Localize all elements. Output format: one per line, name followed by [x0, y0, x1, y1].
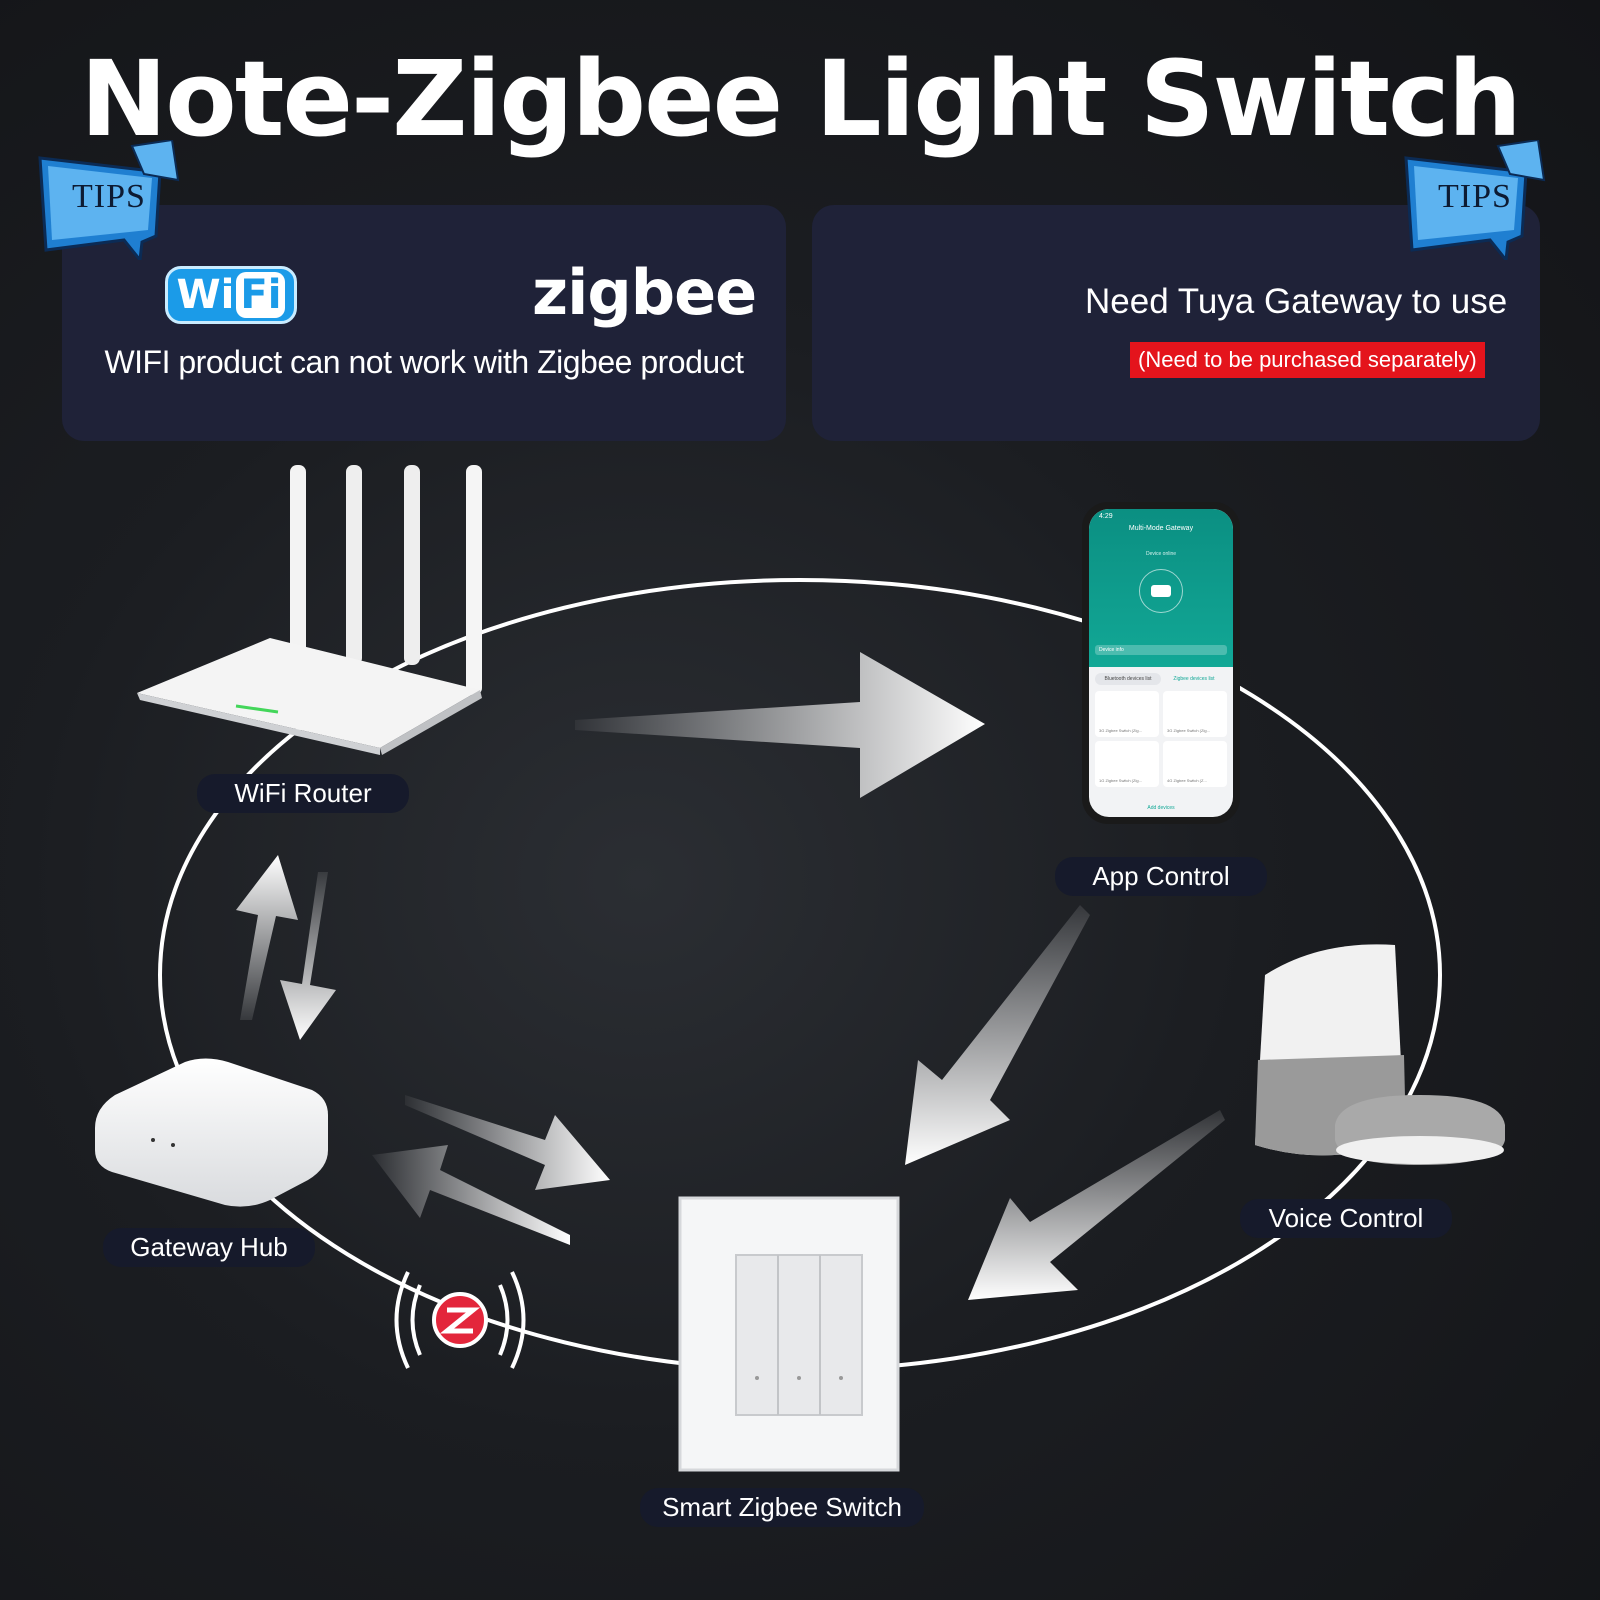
phone-device-ring: [1139, 569, 1183, 613]
gateway-requirement: Need Tuya Gateway to use: [1085, 282, 1508, 321]
wifi-router-device: [137, 465, 482, 755]
arrow-router-to-app: [575, 652, 985, 798]
phone-device-grid: 3G Zigbee Switch (Zig... 3G Zigbee Switc…: [1095, 691, 1227, 787]
arrow-gateway-to-switch: [405, 1095, 610, 1190]
label-wifi-router: WiFi Router: [197, 774, 409, 813]
phone-tabs: Bluetooth devices list Zigbee devices li…: [1095, 673, 1227, 685]
phone-status-time: 4:29: [1099, 513, 1113, 520]
phone-device-card: 1G Zigbee Switch (Zig...: [1095, 741, 1159, 787]
phone-card-label: 3G Zigbee Switch (Zig...: [1099, 728, 1142, 733]
phone-device-card: 3G Zigbee Switch (Zig...: [1163, 691, 1227, 737]
phone-device-card: 3G Zigbee Switch (Zig...: [1095, 691, 1159, 737]
label-voice-control: Voice Control: [1240, 1199, 1452, 1238]
compatibility-note: WIFI product can not work with Zigbee pr…: [104, 344, 744, 380]
phone-tab-zigbee: Zigbee devices list: [1173, 676, 1215, 682]
smart-speaker-device: [1255, 944, 1505, 1165]
arrow-switch-to-gateway: [372, 1145, 570, 1245]
label-app-control: App Control: [1055, 857, 1267, 896]
tips-badge-left: TIPS: [32, 140, 182, 260]
phone-card-label: 3G Zigbee Switch (Zig...: [1167, 728, 1210, 733]
smart-switch-device: [678, 1196, 900, 1472]
phone-header-area: 4:29 Multi-Mode Gateway Device online De…: [1089, 509, 1233, 667]
phone-card-label: 1G Zigbee Switch (Zig...: [1099, 778, 1142, 783]
gateway-hub-device: [95, 1058, 328, 1207]
phone-gateway-icon: [1151, 585, 1171, 597]
phone-device-info: Device info: [1095, 645, 1227, 655]
megaphone-icon: [38, 140, 180, 260]
page-title: Note-Zigbee Light Switch: [80, 38, 1521, 160]
phone-screen: 4:29 Multi-Mode Gateway Device online De…: [1089, 509, 1233, 817]
phone-app-mockup: 4:29 Multi-Mode Gateway Device online De…: [1082, 502, 1240, 824]
zigbee-signal-icon: [394, 1271, 526, 1369]
phone-device-card: 4G Zigbee Switch (Z...: [1163, 741, 1227, 787]
arrow-gateway-to-router: [236, 855, 298, 1020]
megaphone-icon: [1404, 140, 1546, 260]
phone-header-title: Multi-Mode Gateway: [1128, 525, 1194, 532]
tips-badge-right: TIPS: [1398, 140, 1548, 260]
zigbee-wordmark: zigbee: [532, 256, 757, 329]
wifi-logo-fi: Fi: [236, 272, 286, 318]
arrow-app-to-switch: [905, 905, 1090, 1165]
tips-label: TIPS: [72, 178, 146, 215]
arrow-voice-to-switch: [968, 1110, 1225, 1300]
phone-header-sub: Device online: [1145, 551, 1177, 557]
arrow-router-to-gateway: [280, 872, 336, 1040]
phone-card-label: 4G Zigbee Switch (Z...: [1167, 778, 1207, 783]
phone-tab-bluetooth: Bluetooth devices list: [1095, 673, 1161, 685]
phone-add-devices: Add devices: [1147, 805, 1175, 811]
wifi-logo-wi: Wi: [176, 272, 235, 318]
label-gateway-hub: Gateway Hub: [103, 1228, 315, 1267]
purchase-note: (Need to be purchased separately): [1130, 342, 1485, 378]
label-smart-switch: Smart Zigbee Switch: [640, 1488, 924, 1527]
tips-label: TIPS: [1438, 178, 1512, 215]
